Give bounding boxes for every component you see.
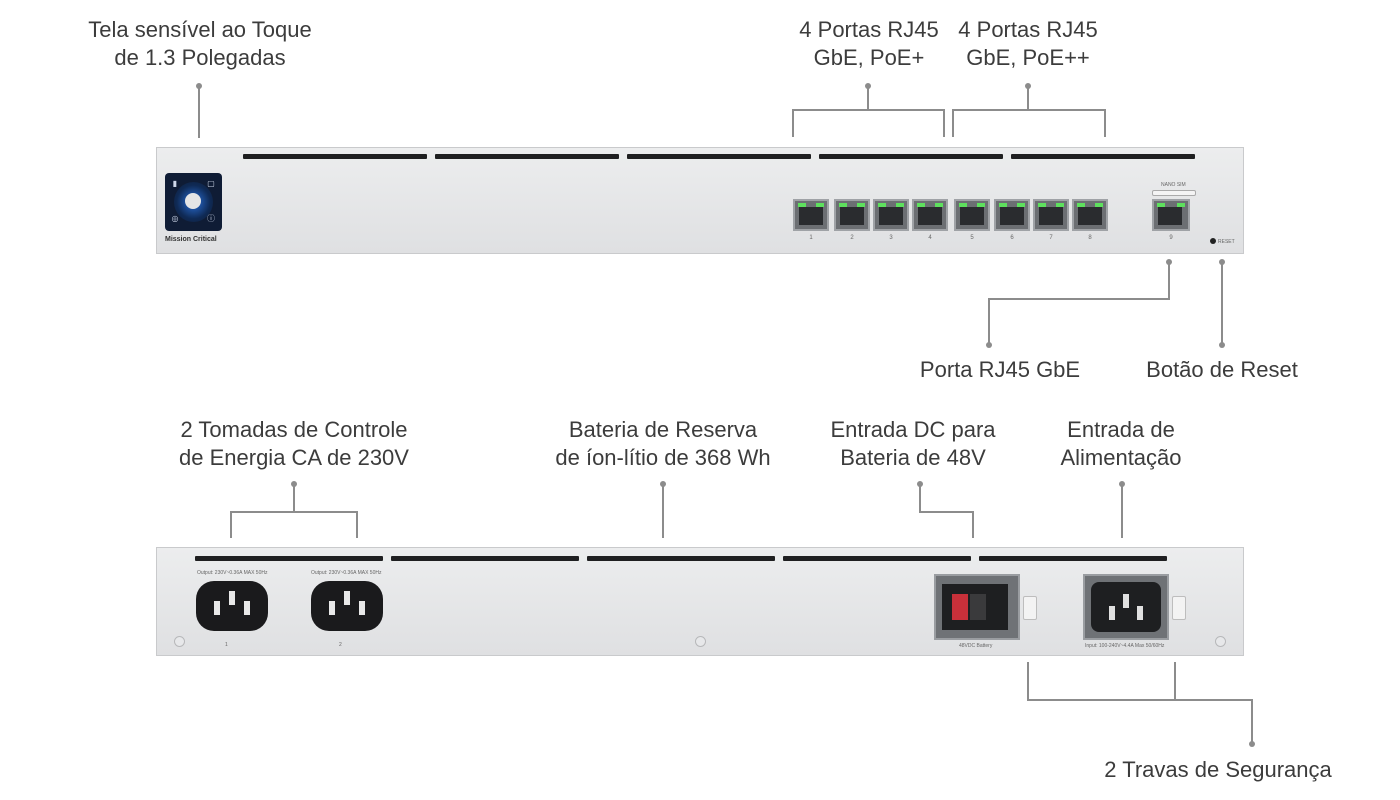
- rj45-port-5[interactable]: [954, 199, 990, 231]
- security-latch-1[interactable]: [1023, 596, 1037, 620]
- vent: [243, 154, 427, 159]
- reset-label: RESET: [1218, 239, 1235, 245]
- reset-button[interactable]: [1210, 238, 1216, 244]
- rj45-port-6[interactable]: [994, 199, 1030, 231]
- vent: [979, 556, 1167, 561]
- label-touch-screen: Tela sensível ao Toque de 1.3 Polegadas: [88, 17, 312, 70]
- ac-outlet-1[interactable]: [196, 581, 268, 631]
- battery-port-label: 48VDC Battery: [959, 643, 993, 649]
- label-ports-poe-plus: 4 Portas RJ45 GbE, PoE+: [799, 17, 939, 70]
- vent: [627, 154, 811, 159]
- screen-center-icon: [185, 193, 201, 209]
- rear-panel: Output: 230V~0.36A MAX 50Hz Output: 230V…: [156, 547, 1244, 656]
- label-ports-poe-plusplus: 4 Portas RJ45 GbE, PoE++: [958, 17, 1098, 70]
- vent: [391, 556, 579, 561]
- outlet-1-number: 1: [225, 642, 228, 648]
- screw: [174, 636, 185, 647]
- port-number: 1: [809, 235, 813, 241]
- rj45-port-3[interactable]: [873, 199, 909, 231]
- vent: [783, 556, 971, 561]
- label-power-input: Entrada de Alimentação: [1060, 417, 1182, 470]
- touch-screen[interactable]: ▮ ▢ ◎ ⓘ: [165, 173, 222, 231]
- vent: [587, 556, 775, 561]
- vent: [819, 154, 1003, 159]
- label-battery: Bateria de Reserva de íon-lítio de 368 W…: [555, 417, 771, 470]
- vent: [195, 556, 383, 561]
- ac-outlet-2[interactable]: [311, 581, 383, 631]
- port-number: 9: [1169, 235, 1173, 241]
- rj45-port-8[interactable]: [1072, 199, 1108, 231]
- label-dc-input: Entrada DC para Bateria de 48V: [830, 417, 996, 470]
- ac-power-input[interactable]: [1083, 574, 1169, 640]
- rj45-port-7[interactable]: [1033, 199, 1069, 231]
- port-number: 8: [1088, 235, 1092, 241]
- vent: [435, 154, 619, 159]
- port-number: 4: [928, 235, 932, 241]
- label-security-latches: 2 Travas de Segurança: [1104, 757, 1332, 782]
- info-icon: ⓘ: [207, 214, 215, 223]
- label-ac-outlets: 2 Tomadas de Controle de Energia CA de 2…: [179, 417, 409, 470]
- port-number: 6: [1010, 235, 1014, 241]
- brand-label: Mission Critical: [165, 236, 217, 243]
- rj45-port-4[interactable]: [912, 199, 948, 231]
- security-latch-2[interactable]: [1172, 596, 1186, 620]
- screw: [1215, 636, 1226, 647]
- outlet-1-spec: Output: 230V~0.36A MAX 50Hz: [197, 570, 268, 576]
- rj45-port-2[interactable]: [834, 199, 870, 231]
- window-icon: ▢: [207, 179, 215, 188]
- outlet-2-spec: Output: 230V~0.36A MAX 50Hz: [311, 570, 382, 576]
- outlet-2-number: 2: [339, 642, 342, 648]
- rj45-port-9[interactable]: [1152, 199, 1190, 231]
- nano-sim-label: NANO SIM: [1161, 182, 1186, 188]
- port-number: 2: [850, 235, 854, 241]
- front-panel: ▮ ▢ ◎ ⓘ Mission Critical 1 2 3 4 5 6 7 8…: [156, 147, 1244, 254]
- port-number: 7: [1049, 235, 1053, 241]
- globe-icon: ◎: [171, 214, 179, 223]
- nano-sim-slot[interactable]: [1152, 190, 1196, 196]
- rj45-port-1[interactable]: [793, 199, 829, 231]
- port-number: 5: [970, 235, 974, 241]
- dc-battery-input[interactable]: [934, 574, 1020, 640]
- input-spec: Input: 100-240V~4.4A Max 50/60Hz: [1085, 643, 1165, 649]
- vent: [1011, 154, 1195, 159]
- label-rj45-port: Porta RJ45 GbE: [919, 357, 1081, 382]
- network-icon: ▮: [172, 179, 178, 188]
- port-number: 3: [889, 235, 893, 241]
- label-reset-button: Botão de Reset: [1146, 357, 1298, 382]
- screw: [695, 636, 706, 647]
